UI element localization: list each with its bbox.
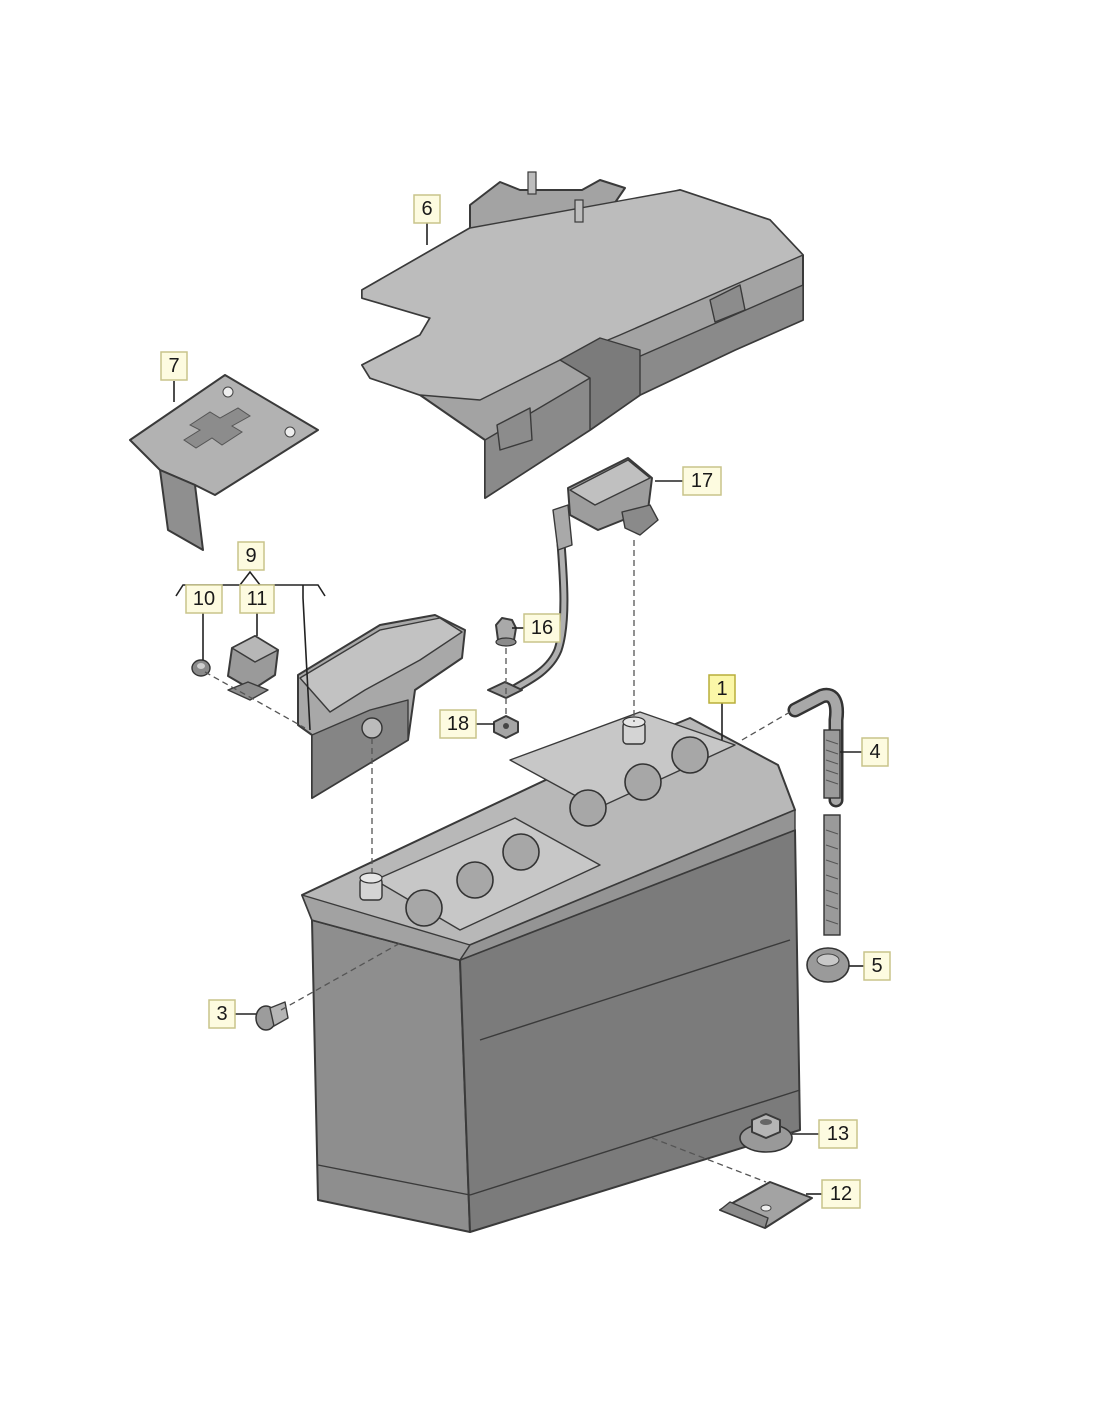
- cable-terminal-plate: [487, 681, 523, 699]
- svg-text:11: 11: [247, 588, 268, 610]
- svg-text:4: 4: [869, 741, 880, 763]
- svg-text:9: 9: [245, 545, 256, 567]
- svg-text:10: 10: [193, 588, 215, 610]
- callout-10: 10: [185, 584, 223, 614]
- positive-cover-plate-part-7: [129, 374, 319, 551]
- nut-part-5: [806, 947, 850, 983]
- battery-part-1: [301, 711, 801, 1233]
- callout-1: 1: [708, 674, 736, 704]
- bolt-part-16: [495, 617, 517, 647]
- battery-cover-part-6: [361, 171, 804, 499]
- screw-part-3: [255, 1001, 289, 1031]
- callout-18: 18: [439, 709, 477, 739]
- callout-11: 11: [239, 584, 275, 614]
- callout-3: 3: [208, 999, 236, 1029]
- callout-12: 12: [821, 1179, 861, 1209]
- battery-sensor-cable-part-17: [507, 457, 659, 695]
- svg-text:1: 1: [716, 678, 727, 700]
- svg-text:7: 7: [168, 355, 179, 377]
- svg-text:17: 17: [691, 470, 713, 492]
- nut-part-13: [739, 1113, 793, 1153]
- relay-part-11: [227, 635, 279, 701]
- svg-text:18: 18: [447, 713, 469, 735]
- callout-6: 6: [413, 194, 441, 224]
- callout-4: 4: [861, 737, 889, 767]
- battery-terminal-negative: [359, 872, 383, 901]
- clamp-part-12: [719, 1181, 813, 1229]
- svg-text:5: 5: [871, 955, 882, 977]
- callout-7: 7: [160, 351, 188, 381]
- fuse-box-housing: [297, 614, 466, 799]
- callout-5: 5: [863, 951, 891, 981]
- leader-lines: [173, 222, 864, 1195]
- assembly-lines: [204, 540, 791, 1183]
- svg-text:13: 13: [827, 1123, 849, 1145]
- nut-part-18: [493, 715, 519, 739]
- svg-text:16: 16: [531, 617, 553, 639]
- cell-caps: [405, 736, 709, 927]
- svg-text:6: 6: [421, 198, 432, 220]
- callout-16: 16: [523, 613, 561, 643]
- callout-9: 9: [237, 541, 265, 571]
- hold-down-rod-part-4: [787, 687, 845, 936]
- svg-text:3: 3: [216, 1003, 227, 1025]
- svg-text:12: 12: [830, 1183, 852, 1205]
- callout-17: 17: [682, 466, 722, 496]
- callout-13: 13: [818, 1119, 858, 1149]
